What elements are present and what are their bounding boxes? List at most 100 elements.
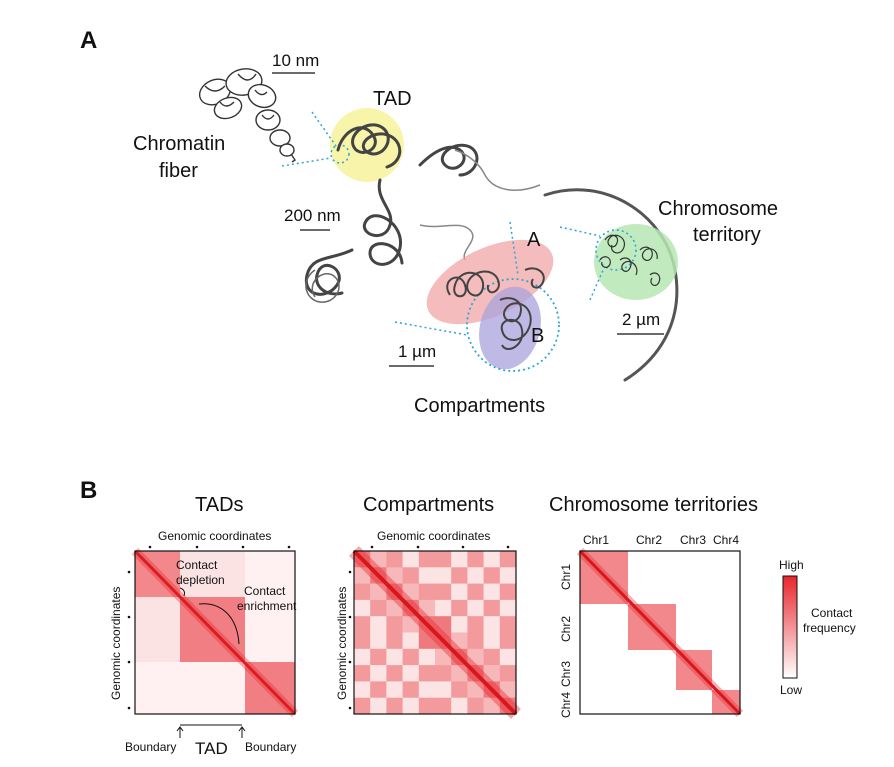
legend-label-1: Contact — [811, 606, 853, 620]
compartment-cell — [499, 681, 517, 698]
compartment-cell — [467, 551, 484, 568]
compartment-cell — [483, 551, 501, 568]
compartments-label: Compartments — [414, 395, 545, 417]
compartment-cell — [402, 551, 420, 568]
legend-color-bar — [782, 575, 798, 679]
compartment-chromatin — [446, 267, 545, 350]
compartment-cell — [451, 551, 468, 568]
compartment-cell — [386, 599, 403, 617]
compartment-cell — [483, 599, 501, 617]
compartment-cell — [418, 632, 436, 650]
depletion-pointer — [179, 587, 185, 597]
compartment-cell — [402, 648, 420, 666]
compartment-cell — [483, 567, 501, 584]
chromatin-tail-2 — [419, 224, 474, 261]
compartment-cell — [483, 697, 501, 715]
compartments-heatmap — [349, 546, 521, 719]
compartment-cell — [451, 583, 468, 601]
compartment-cell — [483, 648, 501, 666]
territory-zoom-lines — [559, 226, 605, 301]
territory-row-chr4: Chr4 — [559, 692, 573, 718]
compartment-cell — [499, 616, 517, 633]
compartment-a-label: A — [527, 229, 541, 251]
compartment-cell — [354, 632, 371, 650]
compartment-cell — [402, 697, 420, 715]
panel-b: B TADs Genomic coordinates Genomic coord… — [80, 477, 856, 758]
compartment-cell — [418, 567, 436, 584]
compartment-cell — [451, 681, 468, 698]
panel-a: A 10 nm Chromatin fiber TAD 200 nm — [80, 27, 778, 417]
compartment-b-label: B — [531, 325, 544, 347]
compartment-cell — [354, 681, 371, 698]
compartment-cell — [354, 599, 371, 617]
compartment-cell — [483, 583, 501, 601]
compartment-cell — [418, 599, 436, 617]
compartment-cell — [467, 599, 484, 617]
compartment-cell — [499, 648, 517, 666]
compartment-cell — [467, 616, 484, 633]
compartment-frame — [353, 550, 517, 715]
tad-blob — [330, 108, 404, 182]
territory-blob — [594, 224, 678, 300]
legend-high-label: High — [779, 558, 804, 572]
compartment-cell — [499, 665, 517, 682]
tad-bottom-label: TAD — [195, 739, 228, 758]
panel-a-letter: A — [80, 27, 97, 54]
territory-chromatin — [599, 234, 661, 286]
contact-enrichment-label-1: Contact — [244, 584, 286, 598]
compartment-cell — [370, 697, 387, 715]
territory-label-2: territory — [693, 224, 761, 246]
boundary-right-label: Boundary — [245, 740, 296, 754]
contact-enrichment-label-2: enrichment — [237, 599, 297, 613]
compartment-cell — [354, 583, 371, 601]
compartment-cell — [386, 632, 403, 650]
territory-row-chr2: Chr2 — [559, 616, 573, 642]
compartment-cell — [435, 583, 452, 601]
nucleosome-fiber-icon — [198, 68, 296, 163]
chromatin-tail — [454, 149, 541, 191]
compartment-cell — [370, 551, 387, 568]
compartment-cell — [402, 665, 420, 682]
compartment-cell — [354, 697, 371, 715]
compartment-zoom-circle — [466, 278, 560, 372]
compartment-cell — [499, 567, 517, 584]
scale-10nm-label: 10 nm — [272, 51, 319, 70]
compartment-cell — [370, 665, 387, 682]
compartment-cell — [354, 648, 371, 666]
compartments-y-axis-label: Genomic coordinates — [335, 587, 349, 700]
compartment-cell — [354, 665, 371, 682]
compartment-cell — [451, 665, 468, 682]
boundary-right-arrow — [238, 726, 246, 738]
compartment-cell — [435, 697, 452, 715]
compartment-cell — [386, 648, 403, 666]
compartment-cell — [467, 697, 484, 715]
chromatin-loop-path — [304, 123, 479, 296]
compartment-cell — [499, 632, 517, 650]
tad-label: TAD — [373, 88, 412, 110]
compartment-cell — [435, 551, 452, 568]
chromatin-fiber-label-2: fiber — [159, 160, 198, 182]
territory-col-chr3: Chr3 — [680, 533, 706, 547]
compartment-cell — [370, 681, 387, 698]
territory-col-chr1: Chr1 — [583, 533, 609, 547]
compartment-cell — [402, 632, 420, 650]
compartment-zoom-lines — [394, 221, 519, 336]
compartment-cell — [386, 681, 403, 698]
compartment-cell — [435, 567, 452, 584]
compartment-cell — [467, 648, 484, 666]
compartment-cell — [418, 583, 436, 601]
chromatin-fiber-label-1: Chromatin — [133, 133, 225, 155]
compartment-cell — [418, 681, 436, 698]
compartment-cell — [386, 665, 403, 682]
compartments-x-axis-label: Genomic coordinates — [377, 529, 490, 543]
tads-title: TADs — [195, 494, 244, 516]
territory-row-chr1: Chr1 — [559, 564, 573, 590]
chromatin-tail-3 — [305, 269, 340, 303]
compartment-cell — [402, 583, 420, 601]
compartment-diagonal — [352, 549, 518, 716]
compartments-title: Compartments — [363, 494, 494, 516]
compartment-cell — [386, 697, 403, 715]
compartment-cell — [418, 697, 436, 715]
compartment-cell — [467, 681, 484, 698]
compartment-cell — [402, 681, 420, 698]
